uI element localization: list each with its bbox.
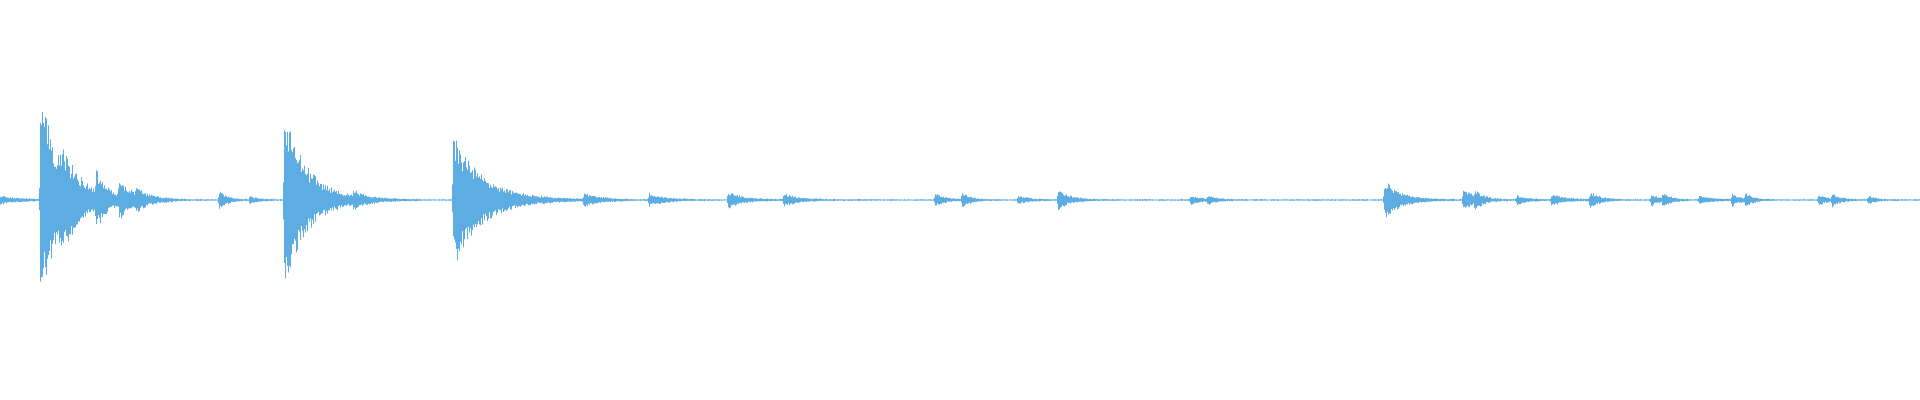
waveform-path — [0, 111, 1920, 282]
